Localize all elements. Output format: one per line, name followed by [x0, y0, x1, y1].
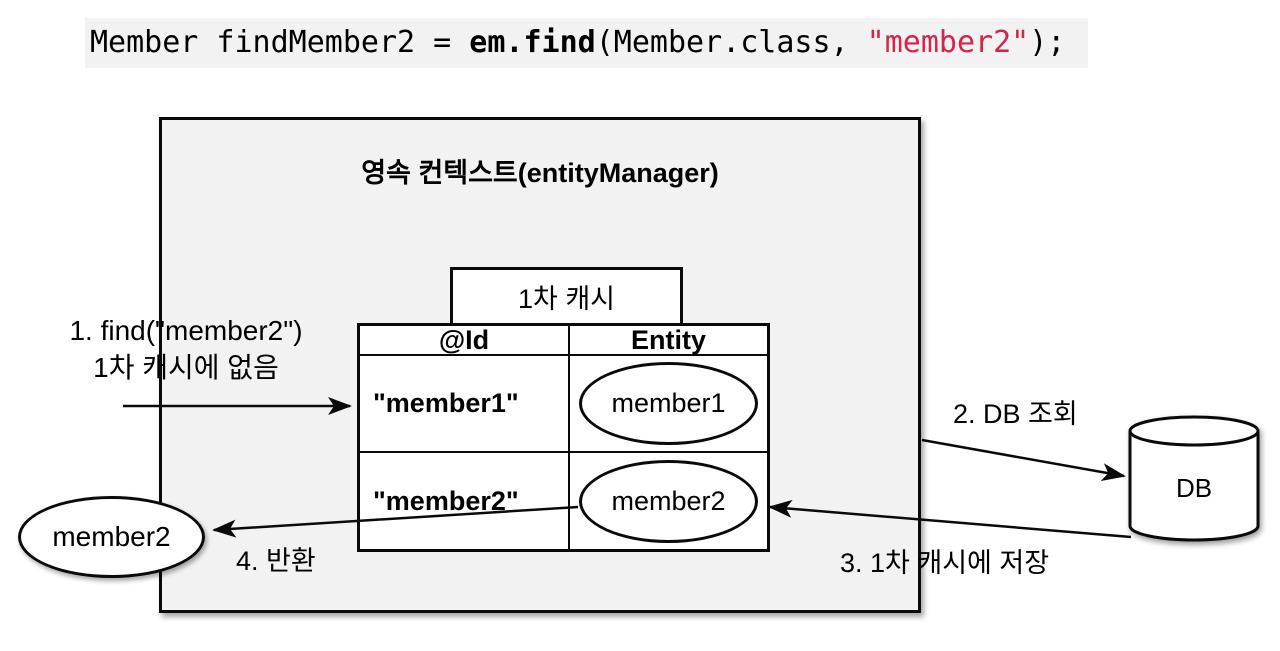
table-row-entity-member1: member1	[570, 356, 767, 453]
db-cylinder-icon	[1128, 415, 1260, 542]
entity-ellipse-member1: member1	[579, 362, 758, 445]
table-header-id: @Id	[360, 325, 570, 356]
cache-table: @Id Entity "member1" member1 "member2" m…	[357, 323, 770, 552]
code-normal-2: (Member.class,	[595, 25, 867, 60]
table-row-id-member1: "member1"	[360, 356, 570, 453]
annotation-step4: 4. 반환	[236, 546, 316, 576]
annotation-step1-line2: 1차 캐시에 없음	[93, 352, 279, 383]
annotation-step3: 3. 1차 캐시에 저장	[840, 548, 1050, 578]
code-snippet: Member findMember2 = em.find(Member.clas…	[85, 18, 1088, 68]
db-label: DB	[1175, 473, 1213, 503]
first-level-cache-box: 1차 캐시	[450, 267, 683, 326]
entity-label-member2: member2	[611, 485, 726, 516]
table-header-entity: Entity	[570, 325, 767, 356]
persistence-context-title: 영속 컨텍스트(entityManager)	[361, 158, 719, 188]
table-row-id-member2: "member2"	[360, 453, 570, 549]
annotation-step1: 1. find("member2") 1차 캐시에 없음	[40, 312, 332, 386]
code-method-bold: em.find	[469, 25, 596, 60]
code-normal-3: );	[1029, 25, 1066, 60]
returned-entity-ellipse: member2	[18, 496, 205, 578]
table-row-entity-member2: member2	[570, 453, 767, 549]
code-normal-1: Member findMember2 =	[90, 25, 470, 60]
code-string-literal: "member2"	[866, 25, 1030, 60]
entity-label-member1: member1	[611, 388, 726, 418]
annotation-step2: 2. DB 조회	[953, 399, 1078, 429]
arrow-step2-db-lookup	[921, 438, 1126, 482]
first-level-cache-label: 1차 캐시	[517, 284, 616, 314]
annotation-step1-line1: 1. find("member2")	[69, 315, 303, 346]
entity-ellipse-member2: member2	[579, 459, 758, 543]
code-text: Member findMember2 = em.find(Member.clas…	[90, 25, 1065, 60]
returned-entity-label: member2	[52, 521, 171, 552]
